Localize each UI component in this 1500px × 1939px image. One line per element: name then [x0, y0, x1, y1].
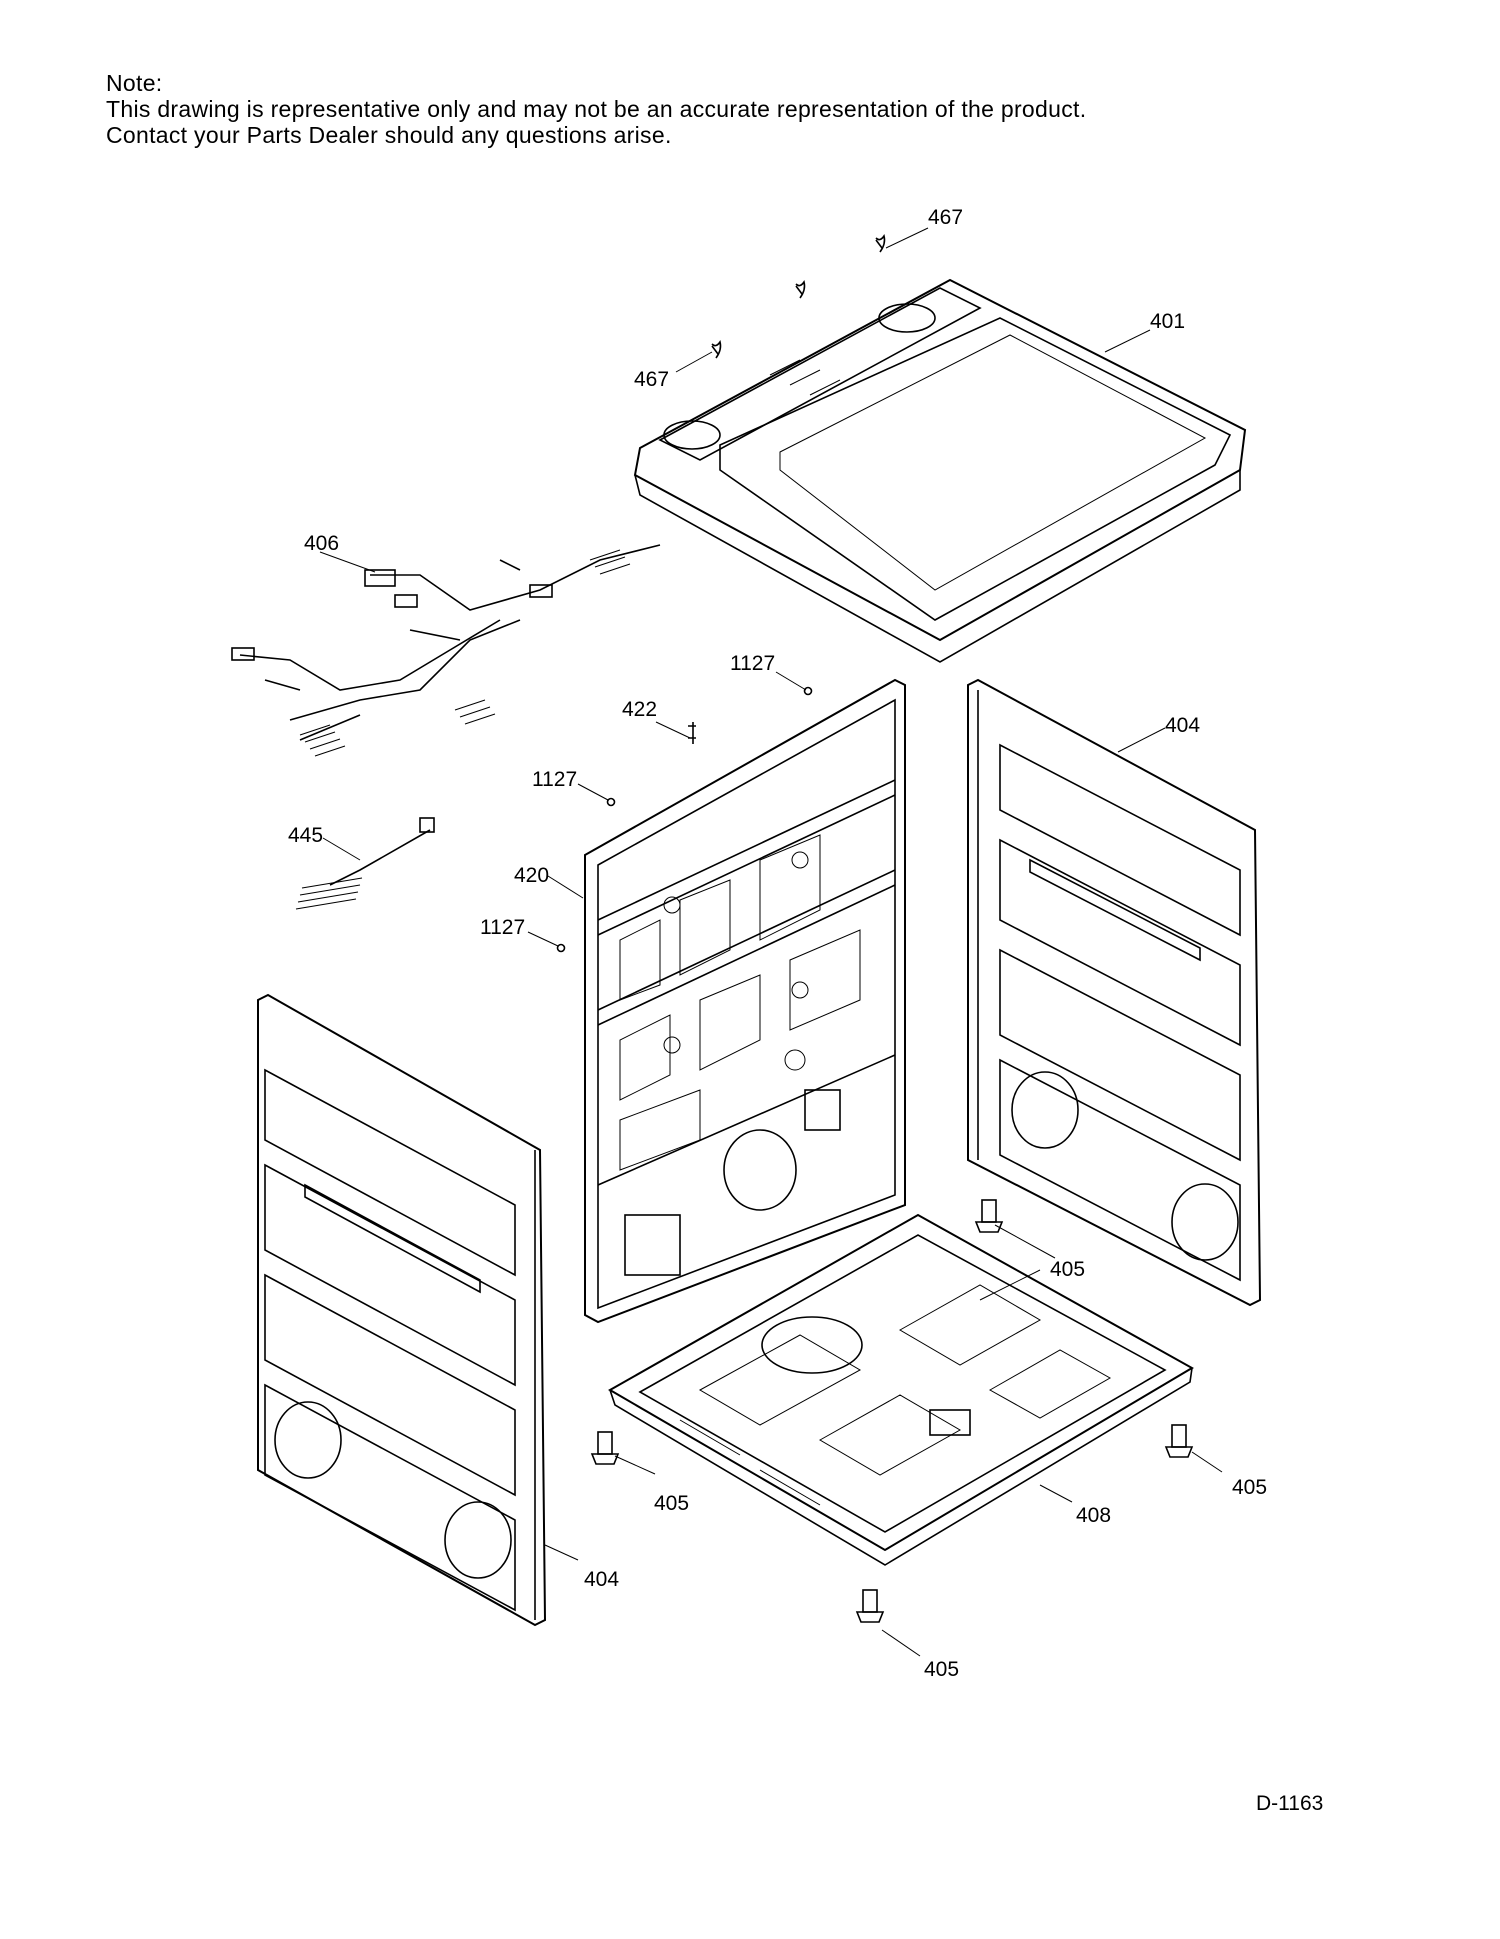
leg-foot-icon: [855, 1589, 885, 1623]
callout-404-left: 404: [584, 1568, 619, 1591]
callout-405-right-rear: 405: [1050, 1258, 1085, 1281]
callout-408: 408: [1076, 1504, 1111, 1527]
document-id: D-1163: [1256, 1792, 1324, 1815]
callout-406: 406: [304, 532, 339, 555]
leg-foot-icon: [974, 1199, 1004, 1233]
part-422-clip: [688, 722, 696, 744]
callout-1127-mid: 1127: [532, 768, 577, 791]
callout-467-left: 467: [634, 368, 669, 391]
callout-404-right: 404: [1165, 714, 1200, 737]
callout-422: 422: [622, 698, 657, 721]
leg-foot-icon: [590, 1431, 620, 1465]
part-408-base: [607, 1213, 1195, 1566]
callout-405-left: 405: [654, 1492, 689, 1515]
part-404-right-side-panel: [967, 678, 1262, 1307]
leg-foot-icon: [1164, 1424, 1194, 1458]
part-1127-screws: [556, 686, 813, 953]
part-406-wire-harness: [231, 544, 661, 757]
part-405-leveling-legs: [590, 1199, 1194, 1623]
callout-1127-top: 1127: [730, 652, 775, 675]
note-heading: Note:: [106, 70, 163, 96]
callout-401: 401: [1150, 310, 1185, 333]
callout-405-bottom: 405: [924, 1658, 959, 1681]
disclaimer-note: Note: This drawing is representative onl…: [106, 70, 1086, 148]
part-401-top-cover: [633, 278, 1247, 663]
part-445-power-cord: [295, 817, 435, 910]
note-line-2: Contact your Parts Dealer should any que…: [106, 122, 672, 148]
part-467-clips: [711, 234, 886, 359]
note-line-1: This drawing is representative only and …: [106, 96, 1087, 122]
callout-labels: 467 467 401 406 1127 422 1127 404 445 42…: [288, 206, 1267, 1681]
leader-lines: [319, 227, 1223, 1657]
callout-405-right: 405: [1232, 1476, 1267, 1499]
callout-420: 420: [514, 864, 549, 887]
callout-1127-low: 1127: [480, 916, 525, 939]
part-404-left-side-panel: [257, 993, 547, 1627]
callout-467-top: 467: [928, 206, 963, 229]
callout-445: 445: [288, 824, 323, 847]
part-420-rear-panel: [584, 678, 906, 1324]
